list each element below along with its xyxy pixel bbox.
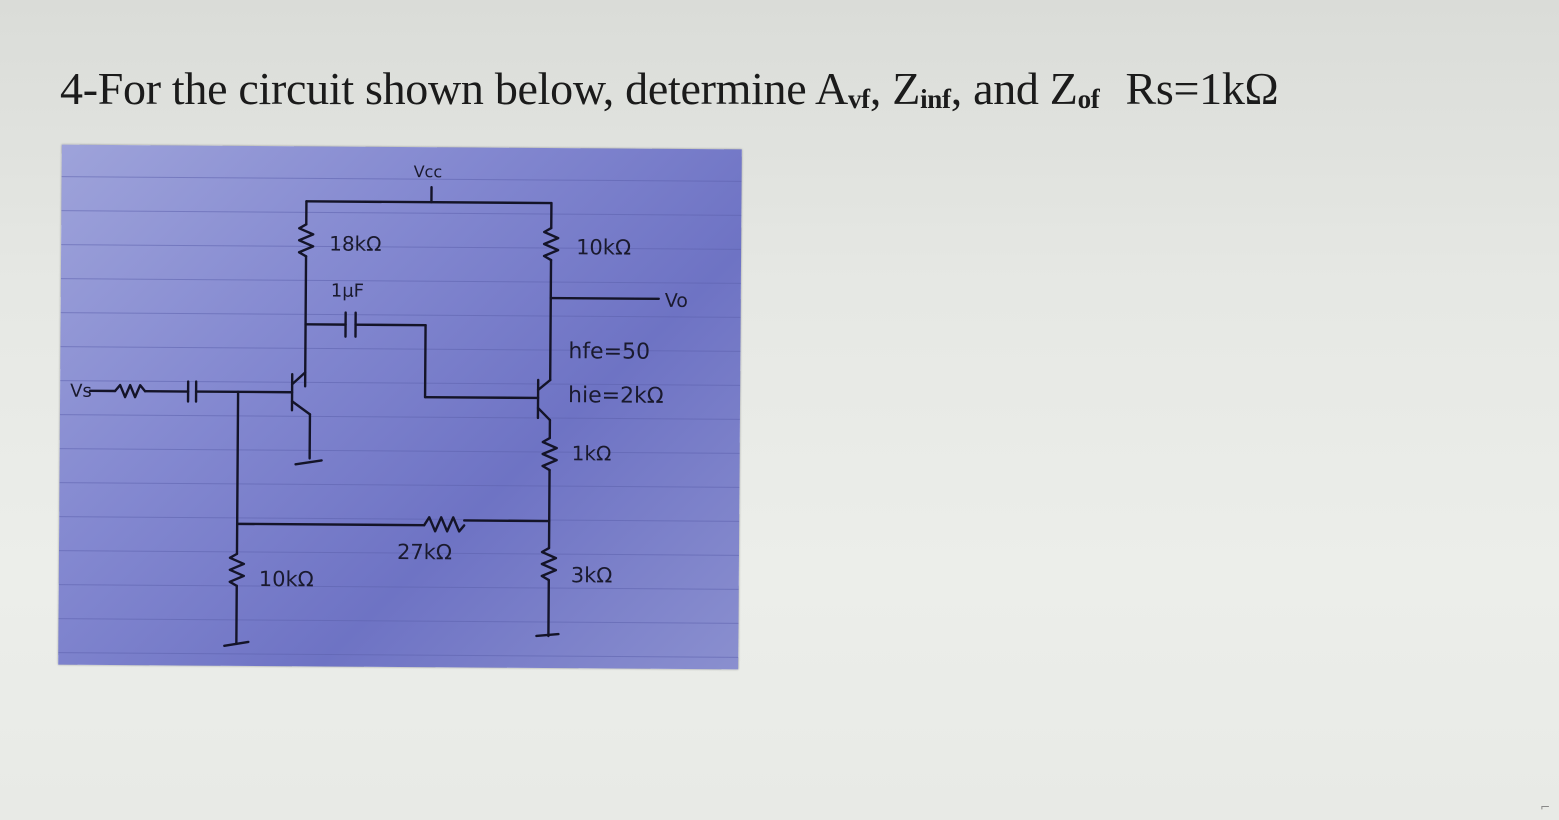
label-hfe: hfe=50 <box>568 339 650 365</box>
zout-subscript: of <box>1077 84 1100 114</box>
label-hie: hie=2kΩ <box>568 383 664 409</box>
ruled-lines <box>58 176 742 658</box>
label-10k-collector: 10kΩ <box>576 235 631 259</box>
label-1uf: 1μF <box>331 281 364 302</box>
corner-mark: ⌐ <box>1540 800 1551 814</box>
zin-subscript: inf <box>920 84 951 114</box>
circuit-wires <box>88 186 660 647</box>
rs-value: Rs=1kΩ <box>1125 63 1279 114</box>
circuit-diagram: Vcc 18kΩ 1μF 10kΩ Vo hfe=50 hie=2kΩ Vs 1… <box>58 162 742 658</box>
label-18k: 18kΩ <box>329 232 381 256</box>
question-text: 4-For the circuit shown below, determine… <box>60 62 1279 115</box>
label-vcc: Vcc <box>414 162 443 181</box>
question-sep-2: , and Z <box>950 63 1078 114</box>
label-3k: 3kΩ <box>571 563 613 587</box>
question-sep-1: , Z <box>869 63 921 114</box>
circuit-photo: Vcc 18kΩ 1μF 10kΩ Vo hfe=50 hie=2kΩ Vs 1… <box>58 144 742 670</box>
label-vs: Vs <box>70 381 92 402</box>
question-prefix: 4-For the circuit shown below, determine… <box>60 63 848 114</box>
label-27k: 27kΩ <box>397 540 452 564</box>
label-vo: Vo <box>665 290 688 312</box>
avf-subscript: vf <box>847 84 870 114</box>
label-10k-base: 10kΩ <box>259 567 314 591</box>
label-1k-emitter: 1kΩ <box>572 441 612 465</box>
